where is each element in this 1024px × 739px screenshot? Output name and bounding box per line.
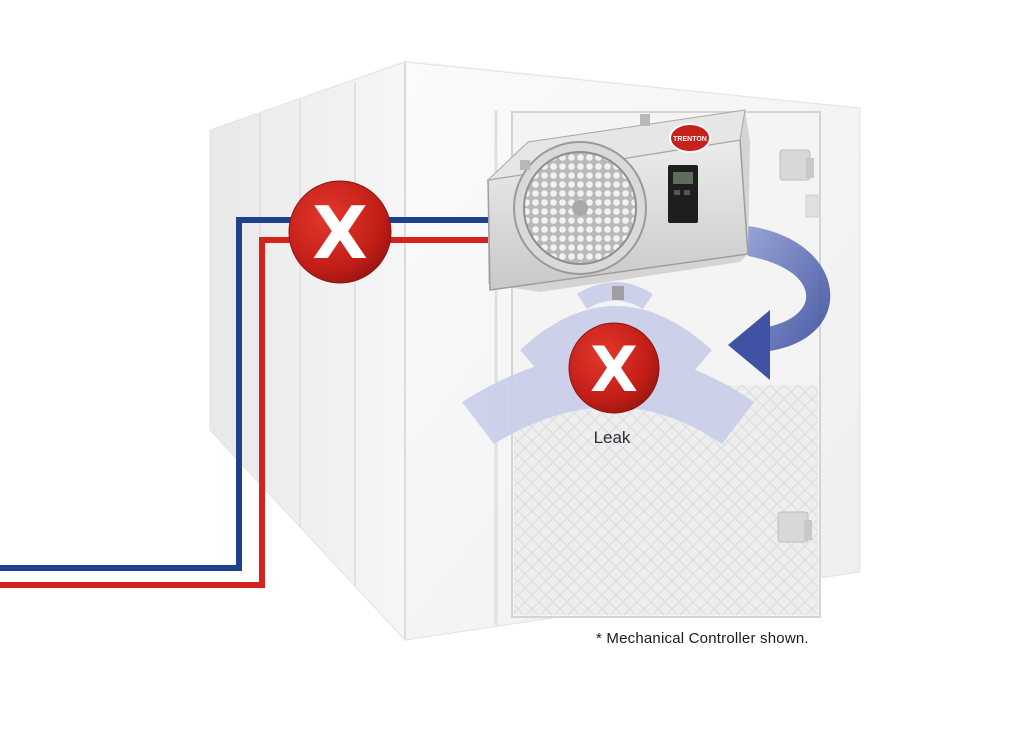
leak-marker: X [568,322,660,414]
airflow-arrow [728,226,831,380]
evaporator-unit: TRENTON [486,109,750,300]
fan-guard [513,141,647,275]
svg-text:TRENTON: TRENTON [673,136,707,143]
svg-text:X: X [590,333,638,406]
door-kickplate [514,385,818,615]
leak-label: Leak [593,428,631,447]
controller-footnote: * Mechanical Controller shown. [596,630,809,647]
svg-text:X: X [312,191,368,275]
door-hinge [777,511,812,543]
mechanical-controller [668,165,698,223]
door-hinge [779,149,814,181]
trenton-logo: TRENTON [669,123,711,153]
line-blocked-marker: X [288,180,392,284]
